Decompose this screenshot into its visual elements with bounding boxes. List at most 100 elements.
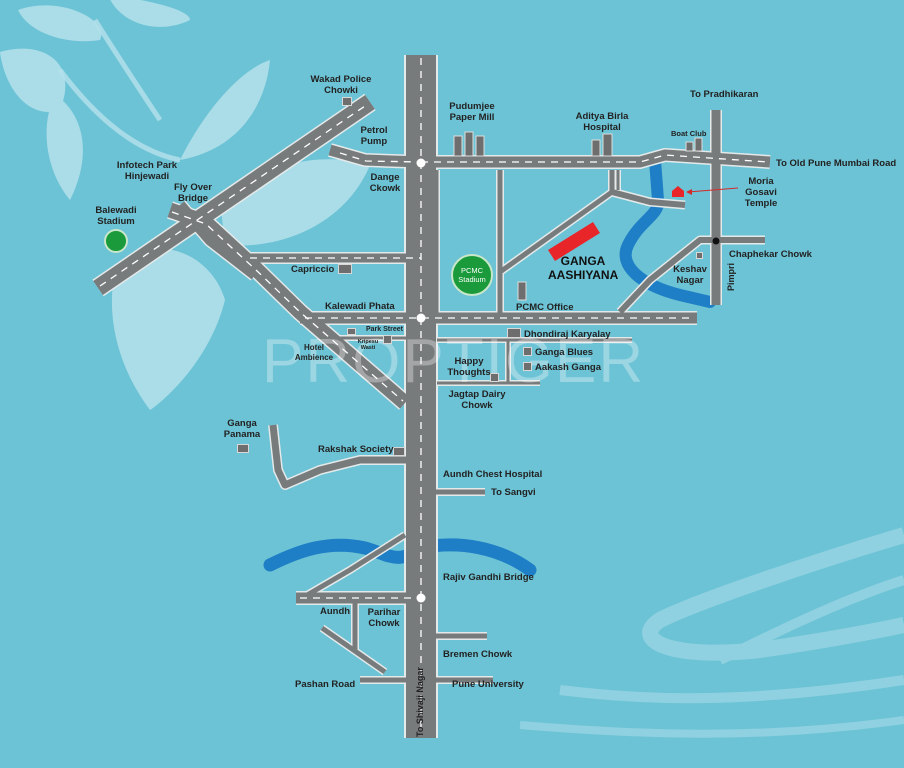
- project-name-line1: GANGA: [560, 254, 606, 268]
- label-to-shivaji-nagar: To Shivaji Nagar: [415, 667, 425, 737]
- label-line: Chowk: [461, 400, 493, 411]
- label-line: Happy: [454, 356, 484, 367]
- decorative-leaves: [0, 0, 370, 410]
- label-line: Temple: [744, 198, 778, 209]
- label-old-pune-mumbai-road: To Old Pune Mumbai Road: [776, 158, 897, 169]
- kripesu-building: [383, 335, 392, 344]
- project-name-line2: AASHIYANA: [548, 268, 619, 282]
- pcmc-stadium-line2: Stadium: [458, 275, 486, 284]
- project-marker: [548, 222, 600, 261]
- building-icons: [453, 131, 703, 301]
- wakad-police-building: [342, 97, 352, 106]
- ganga-blues-building: [523, 347, 532, 356]
- dhondiraj-building: [507, 328, 521, 338]
- label-aundh: Aundh: [320, 606, 351, 617]
- rakshak-building: [393, 447, 405, 456]
- label-line: Bridge: [177, 193, 209, 204]
- label-to-sangvi: To Sangvi: [491, 487, 536, 498]
- temple-icon: [672, 186, 739, 197]
- keshav-nagar-building: [696, 252, 703, 259]
- chaphekar-chowk-dot: [712, 237, 720, 245]
- label-line: Panama: [223, 429, 261, 440]
- pcmc-stadium-line1: PCMC: [460, 266, 484, 275]
- label-pashan-road: Pashan Road: [295, 679, 356, 690]
- decorative-waves: [519, 527, 904, 738]
- project-label: GANGA AASHIYANA: [548, 254, 618, 282]
- label-line: Dange: [370, 172, 400, 183]
- label-bremen-chowk: Bremen Chowk: [443, 649, 513, 660]
- label-park-street: Park Street: [366, 326, 403, 333]
- label-pune-university: Pune University: [452, 679, 524, 690]
- label-line: Balewadi: [95, 205, 137, 216]
- label-line: Wasti: [360, 345, 376, 351]
- label-line: Stadium: [97, 216, 135, 227]
- label-chaphekar-chowk: Chaphekar Chowk: [729, 249, 812, 260]
- label-line: Hinjewadi: [124, 171, 170, 182]
- label-to-pradhikaran: To Pradhikaran: [690, 89, 759, 100]
- pcmc-stadium-marker: [451, 254, 493, 296]
- label-line: Ckowk: [369, 183, 401, 194]
- park-street-building: [347, 328, 356, 335]
- label-aundh-chest-hospital: Aundh Chest Hospital: [443, 469, 543, 480]
- label-line: Ambience: [294, 353, 334, 362]
- pcmc-stadium-label: PCMC Stadium: [452, 266, 492, 284]
- label-line: Aditya Birla: [575, 111, 629, 122]
- label-line: Gosavi: [745, 187, 777, 198]
- river-pavana: [263, 154, 716, 577]
- label-pimpri: Pimpri: [726, 262, 736, 291]
- ganga-panama-building: [237, 444, 249, 453]
- label-line: Moria: [748, 176, 774, 187]
- label-kalewadi-phata: Kalewadi Phata: [325, 301, 395, 312]
- label-line: Wakad Police: [310, 74, 372, 85]
- label-line: Pudumjee: [449, 101, 495, 112]
- decorative-stems: [58, 18, 181, 163]
- label-dhondiraj-karyalay: Dhondiraj Karyalay: [524, 329, 611, 340]
- label-rajiv-gandhi-bridge: Rajiv Gandhi Bridge: [443, 572, 534, 583]
- label-line: Chowki: [324, 85, 358, 96]
- label-line: Keshav: [673, 264, 707, 275]
- road-dashes: [99, 58, 769, 735]
- watermark: PROPTIGER: [262, 327, 646, 396]
- happy-thoughts-building: [490, 373, 499, 382]
- label-line: Parihar: [367, 607, 401, 618]
- label-boat-club: Boat Club: [671, 129, 707, 138]
- label-line: Nagar: [676, 275, 704, 286]
- label-line: Paper Mill: [449, 112, 495, 123]
- label-line: Hotel: [304, 343, 324, 352]
- balewadi-stadium-marker: [104, 229, 128, 253]
- label-line: Petrol: [360, 125, 388, 136]
- label-line: Chowk: [368, 618, 400, 629]
- label-pcmc-office: PCMC Office: [516, 302, 574, 313]
- label-line: Hospital: [583, 122, 621, 133]
- capriccio-building: [338, 264, 352, 274]
- label-line: Infotech Park: [116, 160, 178, 171]
- label-line: Kripesu: [357, 339, 379, 345]
- label-line: Ganga: [227, 418, 257, 429]
- label-line: Fly Over: [173, 182, 213, 193]
- label-capriccio: Capriccio: [291, 264, 335, 275]
- aakash-ganga-building: [523, 362, 532, 371]
- label-aakash-ganga: Aakash Ganga: [535, 362, 601, 373]
- label-line: Pump: [360, 136, 388, 147]
- label-rakshak-society: Rakshak Society: [318, 444, 394, 455]
- label-line: Jagtap Dairy: [448, 389, 506, 400]
- label-ganga-blues: Ganga Blues: [535, 347, 594, 358]
